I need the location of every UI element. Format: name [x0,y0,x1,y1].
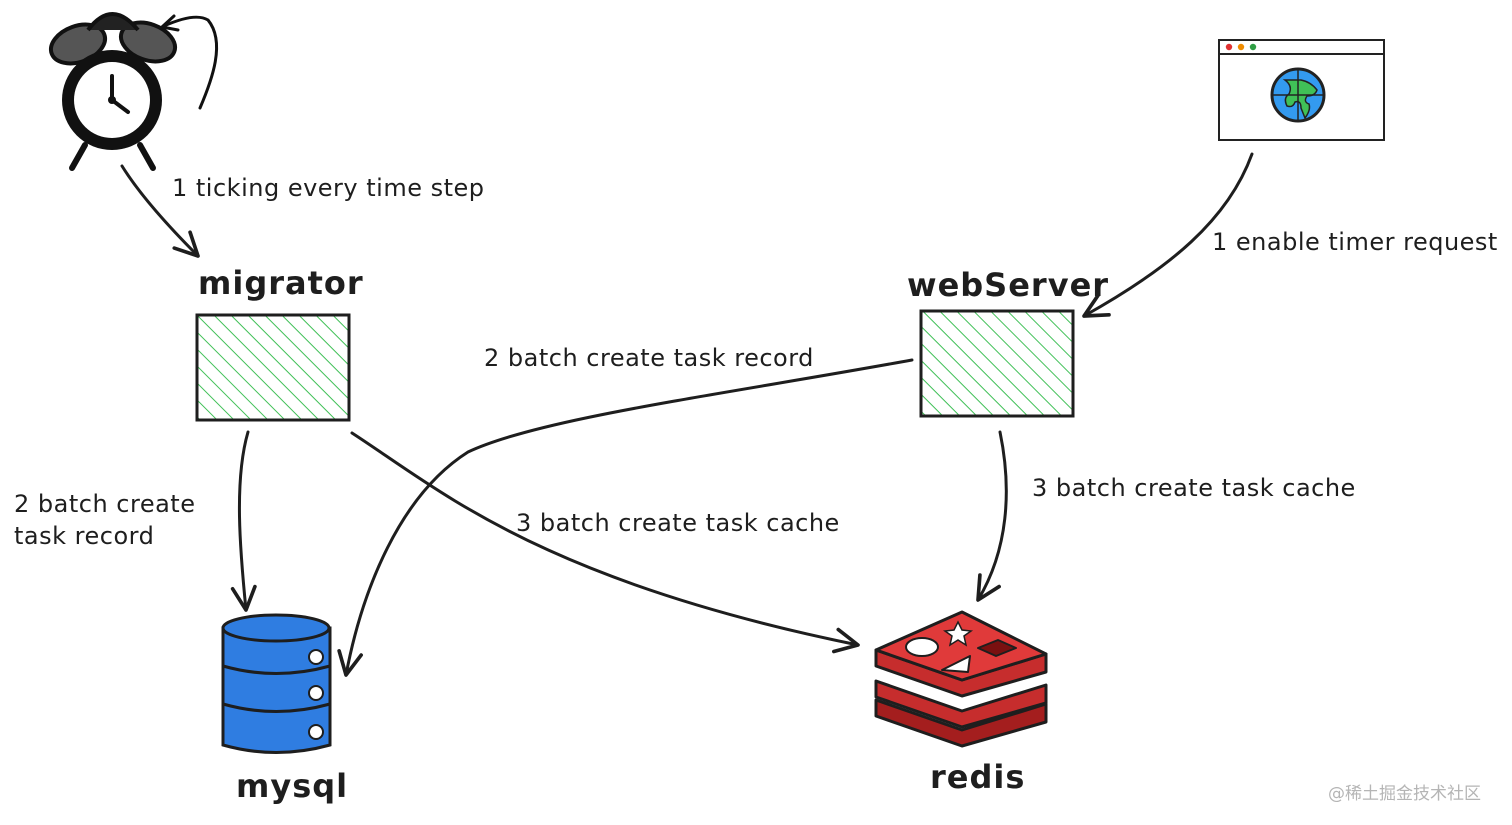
migrator-title: migrator [198,264,364,302]
label-migrator-mysql-line2: task record [14,522,154,550]
edge-browser-to-webserver [1082,152,1254,318]
redis-icon: redis [874,610,1048,796]
edge-webserver-to-redis [976,430,1008,602]
mysql-database-icon: mysql [221,613,348,805]
edge-migrator-to-mysql [230,430,257,612]
browser-globe-icon [1218,39,1385,141]
label-webserver-redis: 3 batch create task cache [1032,474,1356,502]
migrator-node: migrator [195,264,364,422]
edge-clock-to-migrator [120,164,200,258]
webserver-title: webServer [907,266,1109,304]
label-migrator-redis: 3 batch create task cache [516,509,840,537]
mysql-title: mysql [236,767,348,805]
label-enable-timer: 1 enable timer request [1212,228,1498,256]
label-ticking: 1 ticking every time step [172,174,485,202]
edge-webserver-to-mysql [337,358,914,677]
label-migrator-mysql-line1: 2 batch create [14,490,195,518]
alarm-clock-icon [48,12,218,171]
webserver-node: webServer [907,266,1109,418]
redis-title: redis [930,758,1025,796]
label-webserver-mysql: 2 batch create task record [484,344,814,372]
watermark: @稀土掘金技术社区 [1328,784,1481,804]
edge-migrator-to-redis [350,431,860,654]
